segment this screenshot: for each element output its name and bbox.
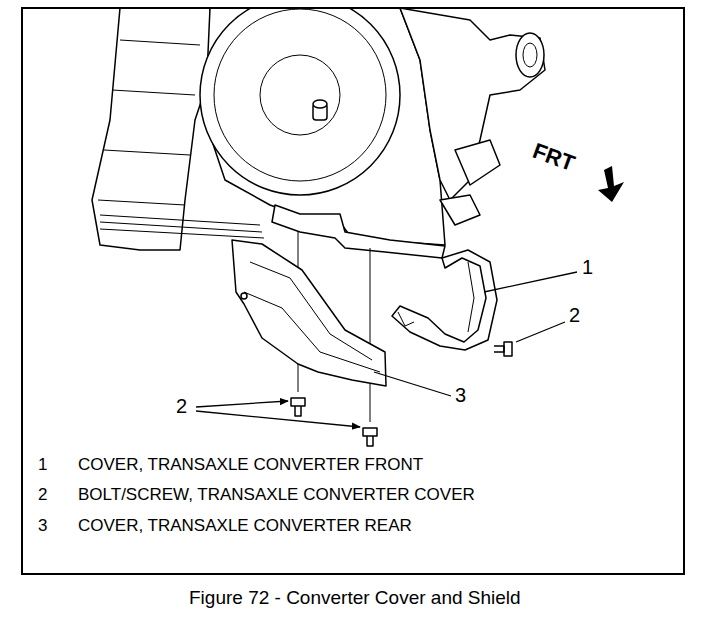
- key-number: 1: [38, 455, 47, 475]
- key-number: 3: [38, 516, 47, 536]
- engine-transaxle-drawing: [92, 9, 545, 446]
- part-name: COVER, TRANSAXLE CONVERTER FRONT: [78, 455, 423, 475]
- callout-number: 1: [582, 256, 593, 279]
- callout-number: 2: [176, 395, 187, 418]
- callout-number: 2: [569, 304, 580, 327]
- part-name: COVER, TRANSAXLE CONVERTER REAR: [78, 516, 412, 536]
- key-number: 2: [38, 485, 47, 505]
- leader-lines: [196, 272, 577, 427]
- part-name: BOLT/SCREW, TRANSAXLE CONVERTER COVER: [78, 485, 475, 505]
- callout-number: 3: [455, 384, 466, 407]
- front-arrow: [598, 166, 624, 202]
- figure-caption: Figure 72 - Converter Cover and Shield: [189, 587, 521, 609]
- bolt: [291, 342, 512, 446]
